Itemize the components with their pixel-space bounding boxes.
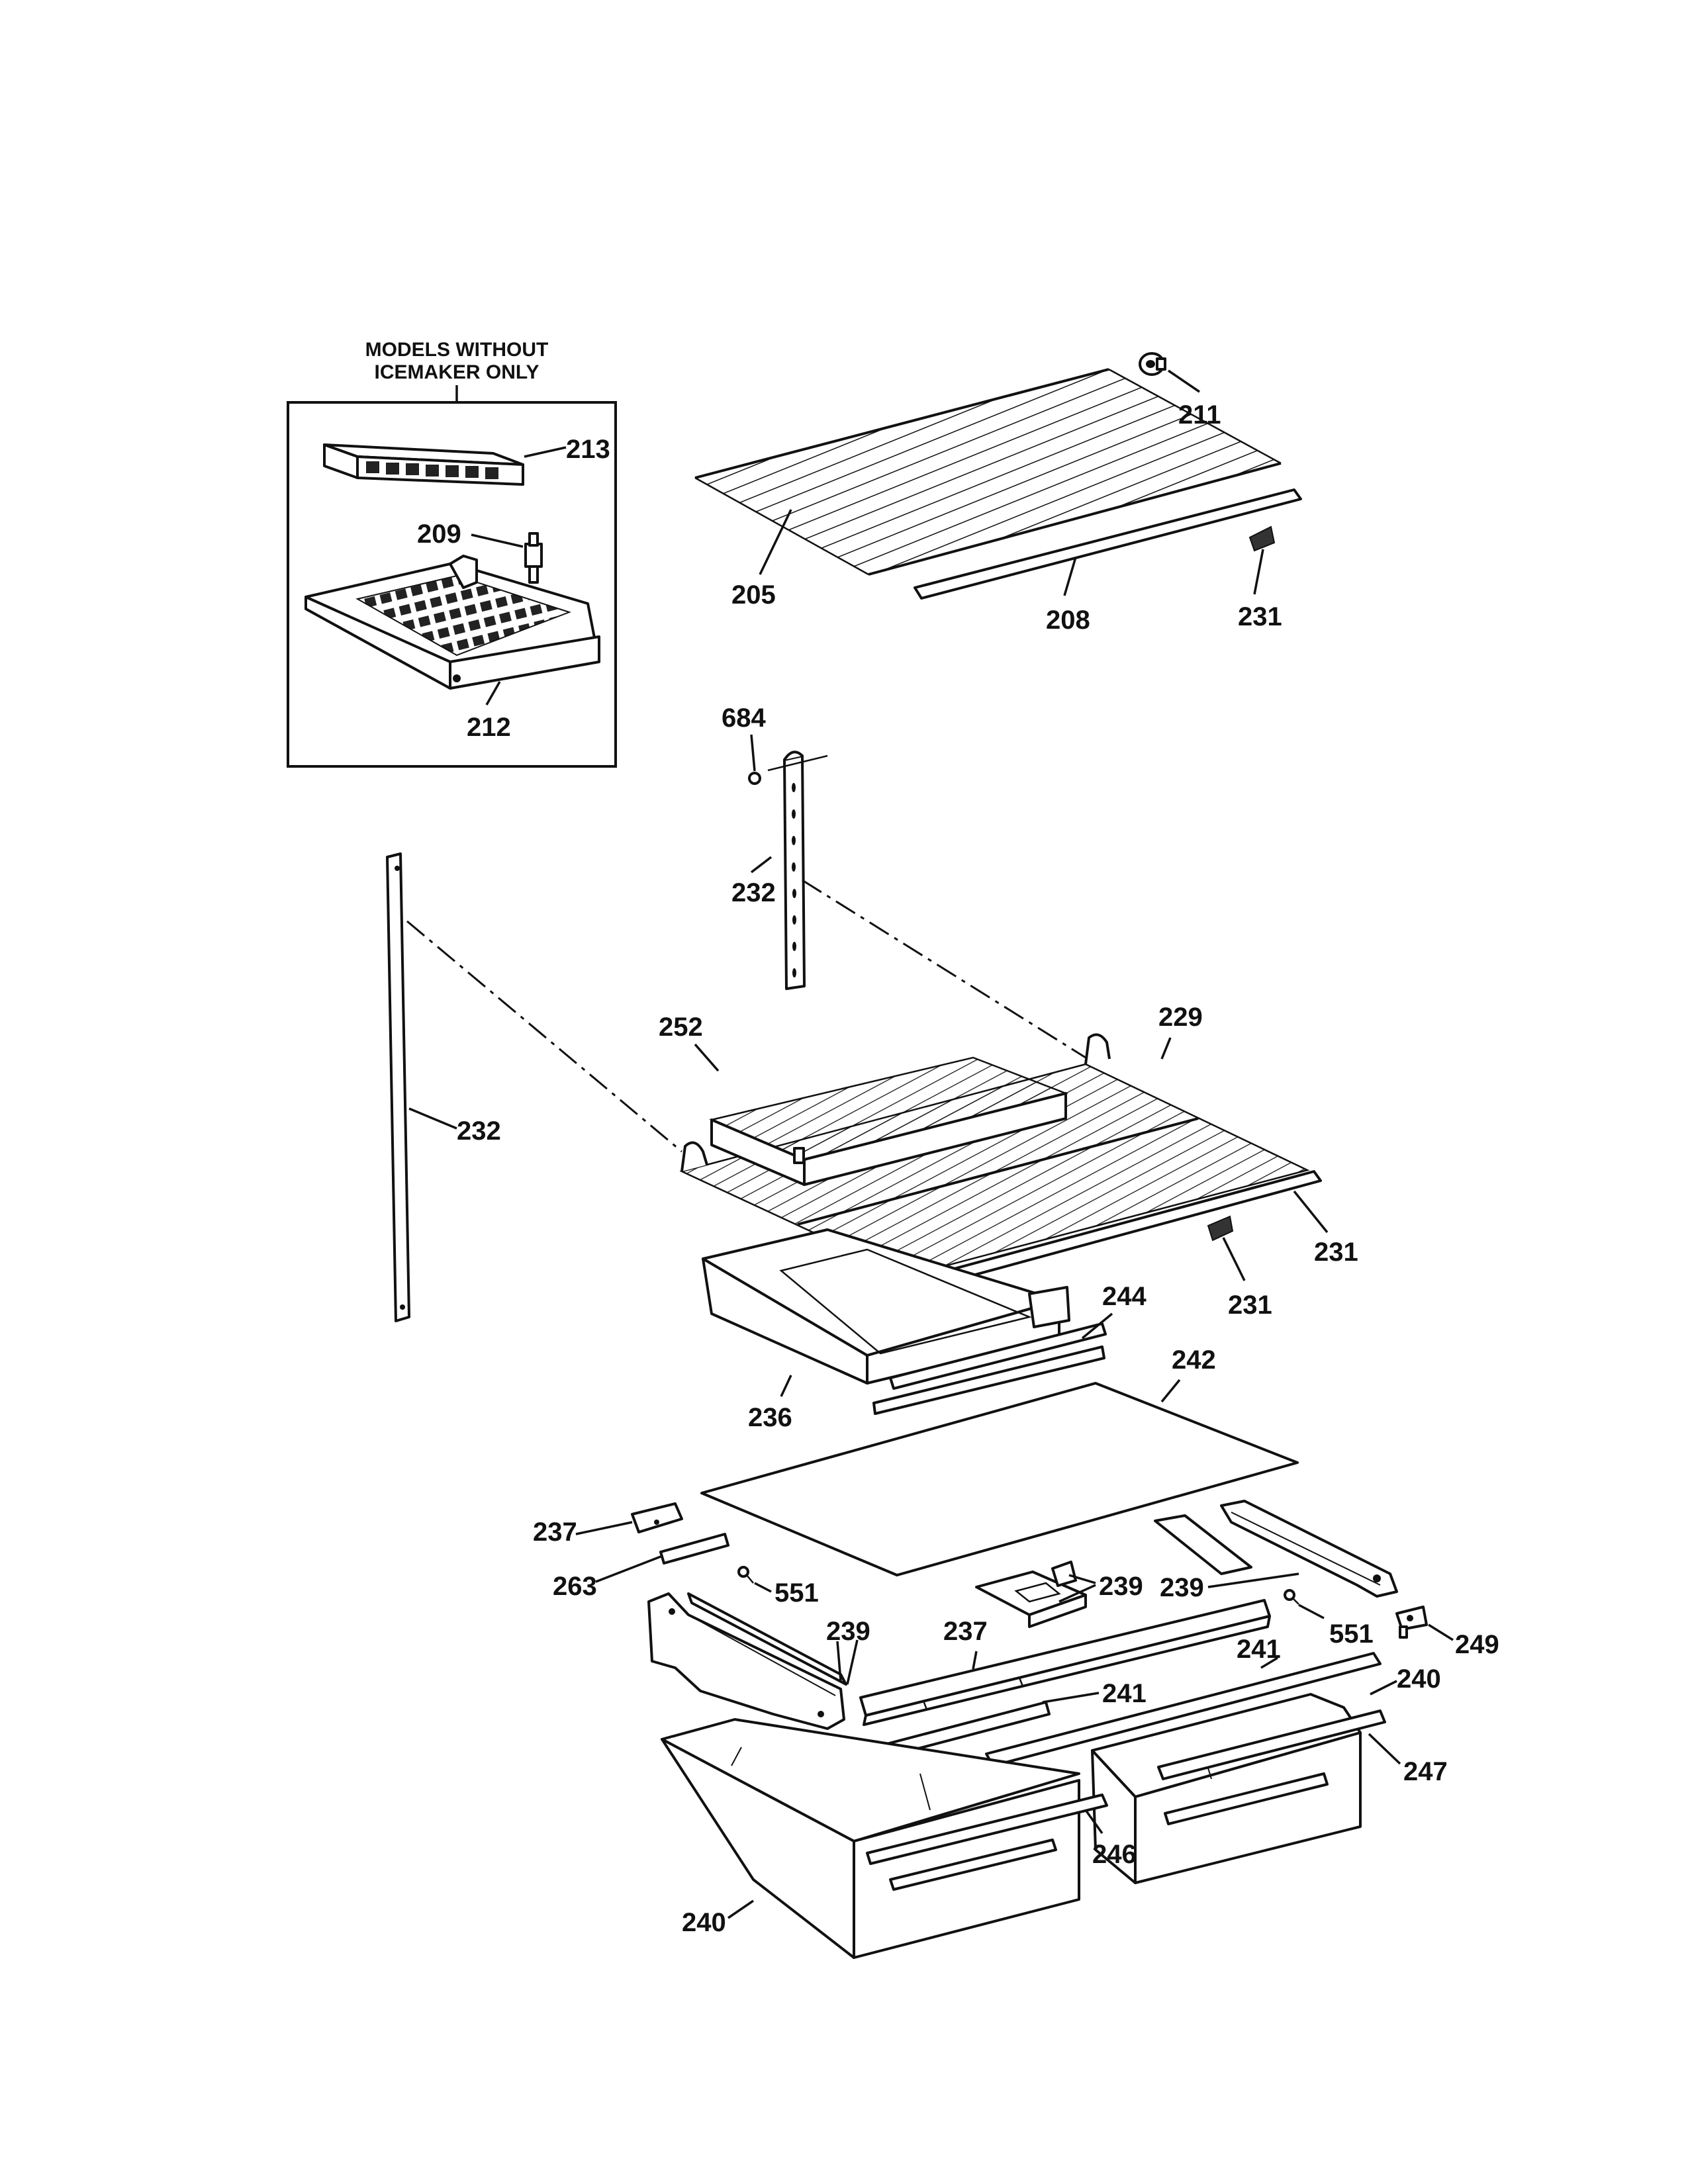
- clip-231-mid: [1207, 1215, 1234, 1242]
- upright-232: [767, 751, 828, 990]
- stop-211: [1139, 352, 1166, 376]
- screw-551-right: [1284, 1589, 1299, 1605]
- label-231-mid: 231: [1228, 1291, 1272, 1320]
- label-263: 263: [553, 1572, 597, 1601]
- icebin-support-212: [305, 555, 600, 690]
- label-205: 205: [731, 580, 776, 610]
- alignment-line-left: [406, 920, 682, 1153]
- inset-models-without-icemaker: MODELS WITHOUT ICEMAKER ONLY 213: [287, 339, 617, 768]
- half-shelf-252: [709, 1056, 1069, 1186]
- label-237-left: 237: [533, 1518, 577, 1547]
- label-240-bottom: 240: [682, 1908, 726, 1937]
- label-241-right: 241: [1237, 1635, 1281, 1664]
- ice-tray-213: [323, 443, 524, 486]
- alignment-line-upright: [802, 879, 1086, 1059]
- part-249: [1395, 1606, 1428, 1639]
- label-231-right: 231: [1314, 1238, 1358, 1267]
- inset-frame: [287, 401, 617, 768]
- cover-support-237-mid: [859, 1599, 1271, 1726]
- screw-684: [748, 772, 761, 785]
- label-213: 213: [566, 435, 610, 464]
- label-236: 236: [748, 1403, 792, 1432]
- label-229: 229: [1158, 1003, 1203, 1032]
- cover-support-237-left: [631, 1502, 683, 1533]
- screw-551-left: [737, 1566, 754, 1584]
- label-239-right: 239: [1160, 1573, 1204, 1602]
- clip-231-top: [1248, 525, 1276, 552]
- label-232-left: 232: [457, 1116, 501, 1146]
- shelf-trim-208: [914, 488, 1302, 600]
- label-208: 208: [1046, 606, 1090, 635]
- glass-cover-242: [700, 1382, 1299, 1576]
- label-211: 211: [1178, 400, 1221, 430]
- inset-caption-line2: ICEMAKER ONLY: [375, 361, 539, 383]
- center-bracket-239: [975, 1561, 1087, 1628]
- label-242: 242: [1172, 1345, 1216, 1375]
- left-frame: [647, 1592, 847, 1730]
- side-rail-232: [386, 852, 410, 1322]
- label-247: 247: [1403, 1757, 1448, 1786]
- fastener-209: [524, 532, 543, 584]
- label-252: 252: [659, 1013, 703, 1042]
- label-684: 684: [722, 704, 766, 733]
- inset-caption-line1: MODELS WITHOUT: [365, 339, 549, 361]
- label-232-upright: 232: [731, 878, 776, 907]
- label-246: 246: [1092, 1840, 1137, 1869]
- cover-support-263: [659, 1533, 729, 1565]
- label-249: 249: [1455, 1630, 1499, 1659]
- label-231-top: 231: [1238, 602, 1282, 631]
- label-237-mid: 237: [943, 1617, 988, 1646]
- meat-pan-236: [702, 1228, 1070, 1385]
- label-551-left: 551: [774, 1578, 819, 1608]
- drawer-handle-244: [872, 1322, 1107, 1415]
- handle-247: [1157, 1709, 1386, 1780]
- label-551-right: 551: [1329, 1619, 1374, 1649]
- label-240-right: 240: [1397, 1664, 1441, 1694]
- handle-246: [866, 1794, 1108, 1865]
- label-244: 244: [1102, 1282, 1147, 1311]
- label-212: 212: [467, 713, 511, 742]
- label-241-mid: 241: [1102, 1679, 1147, 1708]
- shelf-229: [679, 1033, 1310, 1277]
- label-239-center: 239: [1099, 1572, 1143, 1601]
- wire-shelf-205: [694, 368, 1282, 576]
- label-239-left: 239: [826, 1617, 870, 1646]
- label-209: 209: [417, 520, 461, 549]
- right-frame: [1154, 1500, 1398, 1598]
